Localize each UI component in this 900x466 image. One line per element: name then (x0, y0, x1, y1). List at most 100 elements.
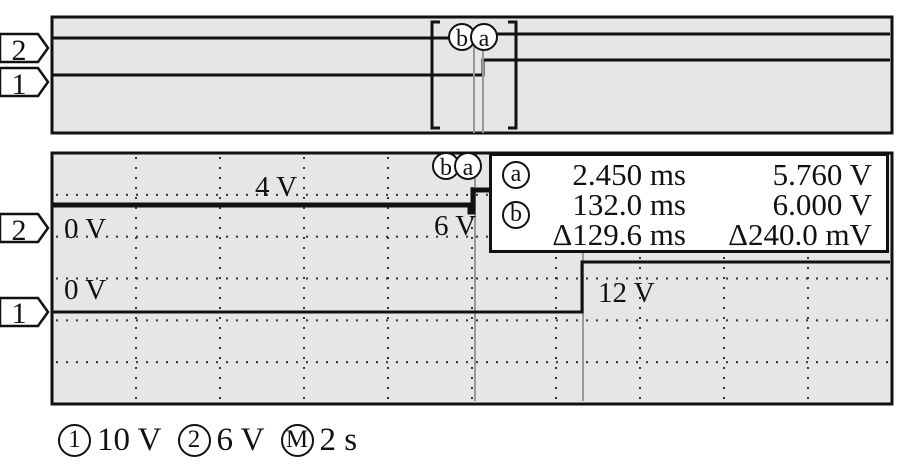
grid-dot (303, 187, 305, 189)
grid-dot (866, 319, 868, 322)
grid-dot (303, 177, 305, 179)
grid-dot (303, 387, 305, 389)
grid-dot (346, 361, 348, 364)
grid-dot (766, 361, 768, 364)
grid-dot (376, 277, 378, 280)
grid-dot (646, 361, 648, 364)
readout-row-delta: Δ129.6 ms Δ240.0 mV (492, 219, 886, 251)
grid-dot (886, 277, 888, 280)
main-cursor-a-marker[interactable]: a (454, 152, 482, 181)
grid-dot (219, 217, 221, 219)
grid-dot (226, 361, 228, 364)
ch1-status-badge[interactable]: 1 (58, 423, 91, 457)
grid-dot (126, 361, 128, 364)
grid-dot (555, 387, 557, 389)
grid-dot (636, 361, 638, 364)
grid-dot (846, 319, 848, 322)
grid-dot (286, 235, 288, 238)
main-ch1-indicator[interactable]: 1 (0, 296, 50, 330)
grid-dot (66, 361, 68, 364)
grid-dot (136, 193, 138, 196)
grid-dot (166, 277, 168, 280)
grid-dot (219, 377, 221, 379)
math-status-badge[interactable]: M (280, 423, 314, 457)
grid-dot (555, 397, 557, 399)
grid-dot (466, 319, 468, 322)
overview-ch2-indicator[interactable]: 2 (0, 32, 50, 67)
grid-dot (716, 319, 718, 322)
grid-dot (156, 193, 158, 196)
grid-dot (135, 177, 137, 179)
grid-dot (646, 277, 648, 280)
grid-dot (836, 277, 838, 280)
grid-dot (406, 193, 408, 196)
grid-dot (176, 193, 178, 196)
overview-cursor-a-label: a (479, 26, 490, 52)
main-cursor-b-marker[interactable]: b (432, 152, 460, 181)
grid-dot (303, 367, 305, 369)
grid-dot (456, 235, 458, 238)
ch2-scale: 6 V (216, 421, 265, 458)
grid-dot (336, 361, 338, 364)
grid-dot (276, 193, 278, 196)
grid-dot (486, 235, 488, 238)
overview-cursor-a-marker[interactable]: a (470, 23, 498, 52)
grid-dot (166, 193, 168, 196)
grid-dot (106, 319, 108, 322)
grid-dot (676, 319, 678, 322)
grid-dot (639, 257, 641, 259)
grid-dot (236, 193, 238, 196)
grid-dot (576, 319, 578, 322)
grid-dot (236, 235, 238, 238)
grid-dot (426, 361, 428, 364)
grid-dot (656, 277, 658, 280)
grid-dot (306, 277, 308, 280)
grid-dot (246, 361, 248, 364)
grid-dot (387, 297, 389, 299)
grid-dot (186, 193, 188, 196)
grid-dot (166, 361, 168, 364)
overview-pane: b a 2 1 (0, 15, 894, 135)
grid-dot (846, 277, 848, 280)
grid-dot (471, 247, 473, 249)
grid-dot (456, 277, 458, 280)
grid-dot (856, 361, 858, 364)
main-ch1-label: 1 (12, 297, 27, 330)
grid-dot (216, 319, 218, 322)
grid-dot (296, 193, 298, 196)
grid-dot (303, 397, 305, 399)
grid-dot (796, 277, 798, 280)
grid-dot (387, 387, 389, 389)
grid-dot (736, 319, 738, 322)
grid-dot (135, 157, 137, 159)
zoom-window-right-bracket[interactable] (508, 20, 518, 130)
grid-dot (135, 197, 137, 199)
overview-cursor-b-label: b (456, 26, 468, 52)
readout-delta-time: Δ129.6 ms (552, 217, 686, 252)
zoom-window-left-bracket[interactable] (430, 20, 440, 130)
grid-dot (616, 277, 618, 280)
grid-dot (387, 317, 389, 319)
grid-dot (456, 193, 458, 196)
grid-dot (471, 347, 473, 349)
grid-dot (636, 319, 638, 322)
main-ch2-indicator[interactable]: 2 (0, 212, 50, 247)
overview-ch1-indicator[interactable]: 1 (0, 66, 50, 101)
grid-dot (716, 277, 718, 280)
grid-dot (639, 277, 641, 279)
grid-dot (639, 367, 641, 369)
grid-dot (555, 337, 557, 339)
grid-dot (266, 193, 268, 196)
ch2-status-badge[interactable]: 2 (177, 423, 211, 457)
grid-dot (386, 319, 388, 322)
grid-dot (219, 157, 221, 159)
grid-dot (336, 319, 338, 322)
grid-dot (546, 319, 548, 322)
grid-dot (536, 277, 538, 280)
grid-dot (303, 207, 305, 209)
grid-dot (66, 235, 68, 238)
grid-dot (296, 235, 298, 238)
grid-dot (566, 361, 568, 364)
grid-dot (116, 193, 118, 196)
